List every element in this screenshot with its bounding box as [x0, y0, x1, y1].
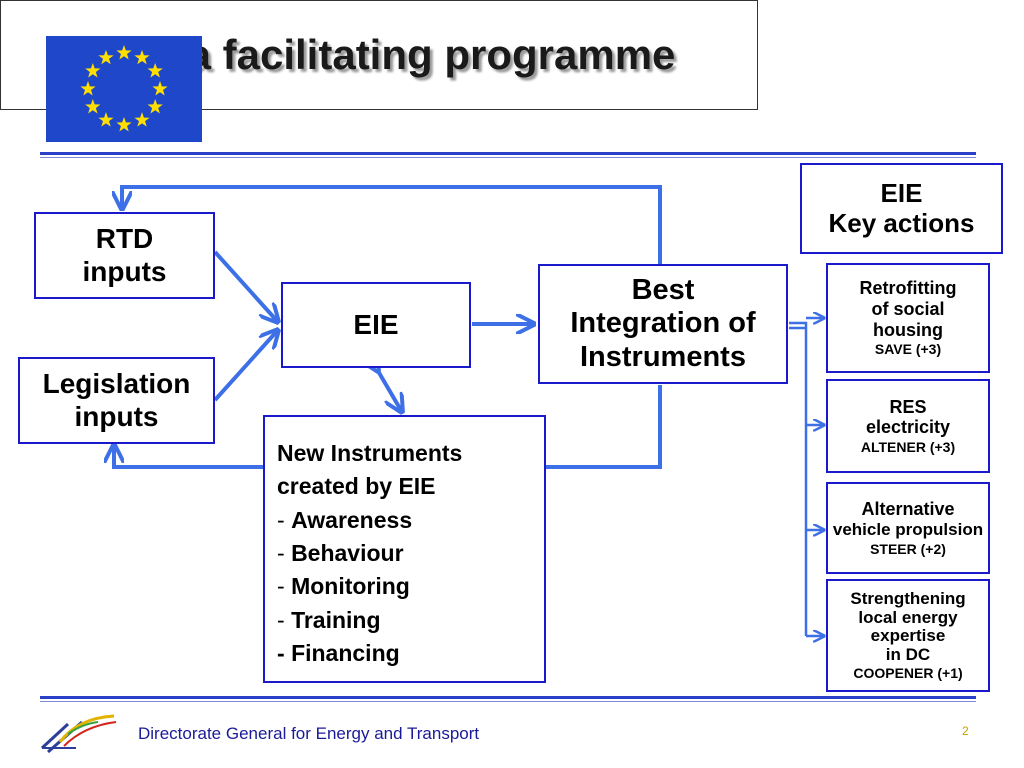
instrument-item: - Monitoring — [277, 573, 410, 600]
action-2-programme: ALTENER (+3) — [860, 439, 956, 456]
action-3-programme: STEER (+2) — [870, 540, 946, 557]
action-box-altener: RES electricity ALTENER (+3) — [826, 379, 990, 473]
eu-flag-icon — [46, 36, 202, 142]
footer-text: Directorate General for Energy and Trans… — [138, 724, 480, 743]
rtd-line-2: inputs — [82, 255, 167, 287]
action-3-line-2: vehicle propulsion — [832, 520, 984, 540]
new-instruments-heading-1: New Instruments — [277, 440, 463, 466]
instrument-awareness: Awareness — [291, 506, 413, 533]
legislation-line-1: Legislation — [42, 368, 191, 400]
star-icon — [134, 112, 150, 127]
action-1-programme: SAVE (+3) — [874, 341, 942, 358]
eie-box: EIE — [281, 282, 471, 368]
key-actions-line-1: EIE — [880, 177, 923, 208]
eu-stars — [80, 45, 168, 132]
arrow-best-to-rtd — [122, 185, 662, 264]
star-icon — [134, 49, 150, 65]
rtd-line-1: RTD — [95, 223, 154, 255]
action-4-line-3: expertise — [870, 626, 946, 646]
rtd-inputs-box: RTD inputs — [34, 212, 215, 299]
instrument-item: - Awareness — [277, 506, 413, 533]
new-instruments-heading-2: created by EIE — [277, 473, 436, 500]
footer-rule-thin — [40, 701, 976, 702]
star-icon — [85, 63, 101, 78]
dg-tren-logo-icon — [40, 714, 117, 754]
best-integration-box: Best Integration of Instruments — [538, 264, 788, 384]
instrument-item: - Financing — [277, 640, 400, 667]
star-icon — [147, 63, 163, 78]
best-line-2: Integration of — [570, 307, 756, 340]
eie-label: EIE — [353, 308, 399, 340]
instrument-financing: Financing — [291, 640, 400, 667]
star-icon — [152, 81, 168, 96]
action-1-line-2: of social — [871, 299, 945, 320]
best-line-3: Instruments — [580, 340, 746, 373]
arrow-eie-new-instruments — [378, 371, 402, 412]
action-3-line-1: Alternative — [861, 499, 955, 520]
arrow-rtd-to-eie — [213, 250, 278, 322]
star-icon — [80, 81, 96, 96]
action-2-line-2: electricity — [865, 417, 951, 438]
instrument-training: Training — [291, 606, 381, 633]
arrow-legislation-to-eie — [213, 330, 278, 402]
arrow-best-to-actions — [789, 321, 808, 636]
action-box-save: Retrofitting of social housing SAVE (+3) — [826, 263, 990, 373]
star-icon — [116, 45, 132, 60]
instrument-monitoring: Monitoring — [291, 573, 410, 600]
star-icon — [116, 117, 132, 132]
action-4-line-4: in DC — [885, 644, 931, 664]
title-box: EIE - a facilitating programme — [0, 0, 758, 110]
page-number: 2 — [962, 724, 969, 738]
action-4-line-2: local energy — [858, 607, 958, 627]
legislation-line-2: inputs — [74, 400, 159, 432]
star-icon — [147, 99, 163, 114]
key-actions-box: EIE Key actions — [800, 163, 1003, 254]
action-box-coopener: Strengthening local energy expertise in … — [826, 579, 990, 692]
footer-rule — [40, 696, 976, 699]
instrument-behaviour: Behaviour — [291, 540, 404, 567]
instrument-item: - Training — [277, 606, 381, 633]
best-line-1: Best — [631, 273, 695, 306]
star-icon — [98, 112, 114, 127]
action-box-steer: Alternative vehicle propulsion STEER (+2… — [826, 482, 990, 574]
key-actions-line-2: Key actions — [828, 207, 975, 238]
action-1-line-1: Retrofitting — [859, 278, 957, 299]
action-1-line-3: housing — [873, 319, 943, 340]
star-icon — [85, 99, 101, 114]
action-2-line-1: RES — [889, 396, 927, 417]
legislation-inputs-box: Legislation inputs — [18, 357, 215, 444]
instrument-item: - Behaviour — [277, 540, 404, 567]
star-icon — [98, 49, 114, 65]
new-instruments-box: New Instruments created by EIE - Awarene… — [263, 415, 546, 683]
action-4-programme: COOPENER (+1) — [853, 664, 963, 681]
header-rule — [40, 152, 976, 155]
header-rule-thin — [40, 157, 976, 158]
action-4-line-1: Strengthening — [850, 588, 966, 608]
